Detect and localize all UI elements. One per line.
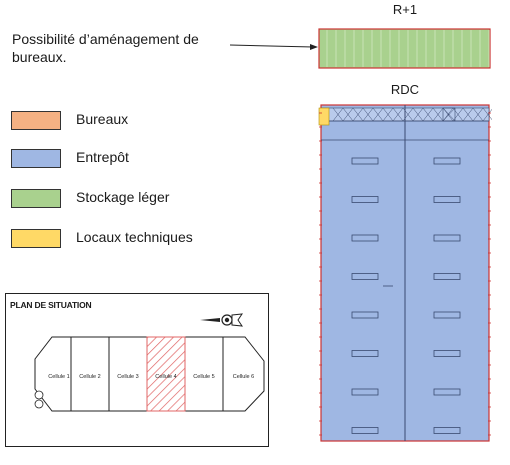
legend-swatch-stockage bbox=[11, 189, 61, 208]
floor-plan-rdc bbox=[318, 104, 492, 442]
skylight bbox=[433, 388, 461, 396]
skylight bbox=[351, 196, 379, 203]
cell-label: Cellule 1 bbox=[48, 374, 69, 380]
skylight bbox=[351, 273, 379, 280]
cell-label: Cellule 3 bbox=[117, 374, 138, 380]
skylight bbox=[351, 388, 379, 396]
legend-label-stockage: Stockage léger bbox=[76, 189, 170, 205]
cell-label: Cellule 2 bbox=[79, 374, 100, 380]
skylight bbox=[433, 157, 461, 165]
legend-swatch-entrepot bbox=[11, 149, 61, 168]
legend-swatch-locaux bbox=[11, 229, 61, 248]
tank-icon bbox=[34, 390, 44, 400]
skylight bbox=[351, 157, 379, 165]
skylight bbox=[433, 311, 461, 319]
skylight bbox=[351, 350, 379, 357]
cell-label: Cellule 6 bbox=[233, 374, 254, 380]
legend-label-entrepot: Entrepôt bbox=[76, 149, 129, 165]
situation-plan-frame bbox=[5, 293, 269, 447]
technical-room bbox=[318, 107, 330, 126]
legend-label-locaux: Locaux techniques bbox=[76, 229, 193, 245]
situation-plan-title: PLAN DE SITUATION bbox=[10, 300, 92, 310]
cell-label: Cellule 4 bbox=[155, 374, 176, 380]
situation-plan-drawing: Cellule 1 Cellule 2 Cellule 3 Cellule 4 Cell… bbox=[34, 313, 265, 412]
skylight bbox=[433, 427, 461, 434]
skylight bbox=[433, 350, 461, 357]
cell-label: Cellule 5 bbox=[193, 374, 214, 380]
level-label-r1: R+1 bbox=[392, 2, 418, 17]
tank-icon bbox=[34, 399, 44, 409]
level-label-rdc: RDC bbox=[390, 82, 420, 97]
floor-plan-r1 bbox=[318, 28, 491, 69]
skylight bbox=[351, 311, 379, 319]
skylight bbox=[351, 427, 379, 434]
skylight bbox=[433, 234, 461, 242]
legend-swatch-bureaux bbox=[11, 111, 61, 130]
legend-label-bureaux: Bureaux bbox=[76, 111, 129, 127]
skylight bbox=[351, 234, 379, 242]
annotation-text: Possibilité d’aménagement de bureaux. bbox=[12, 31, 199, 65]
skylight bbox=[433, 196, 461, 203]
north-arrow-icon bbox=[200, 313, 244, 327]
highlighted-cell bbox=[146, 336, 186, 412]
skylight bbox=[433, 273, 461, 280]
